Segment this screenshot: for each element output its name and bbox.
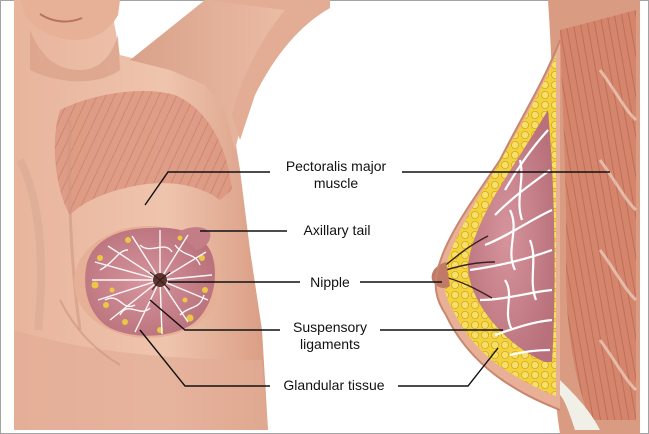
label-axillary-tail: Axillary tail <box>287 222 387 239</box>
label-nipple: Nipple <box>300 274 360 291</box>
label-suspensory-line1: Suspensory <box>280 319 380 336</box>
label-pectoralis-line2: muscle <box>270 175 402 192</box>
label-glandular-tissue: Glandular tissue <box>270 377 398 394</box>
label-suspensory-ligaments: Suspensory ligaments <box>280 319 380 353</box>
label-suspensory-line2: ligaments <box>280 336 380 353</box>
label-pectoralis-major: Pectoralis major muscle <box>270 158 402 192</box>
label-pectoralis-line1: Pectoralis major <box>270 158 402 175</box>
